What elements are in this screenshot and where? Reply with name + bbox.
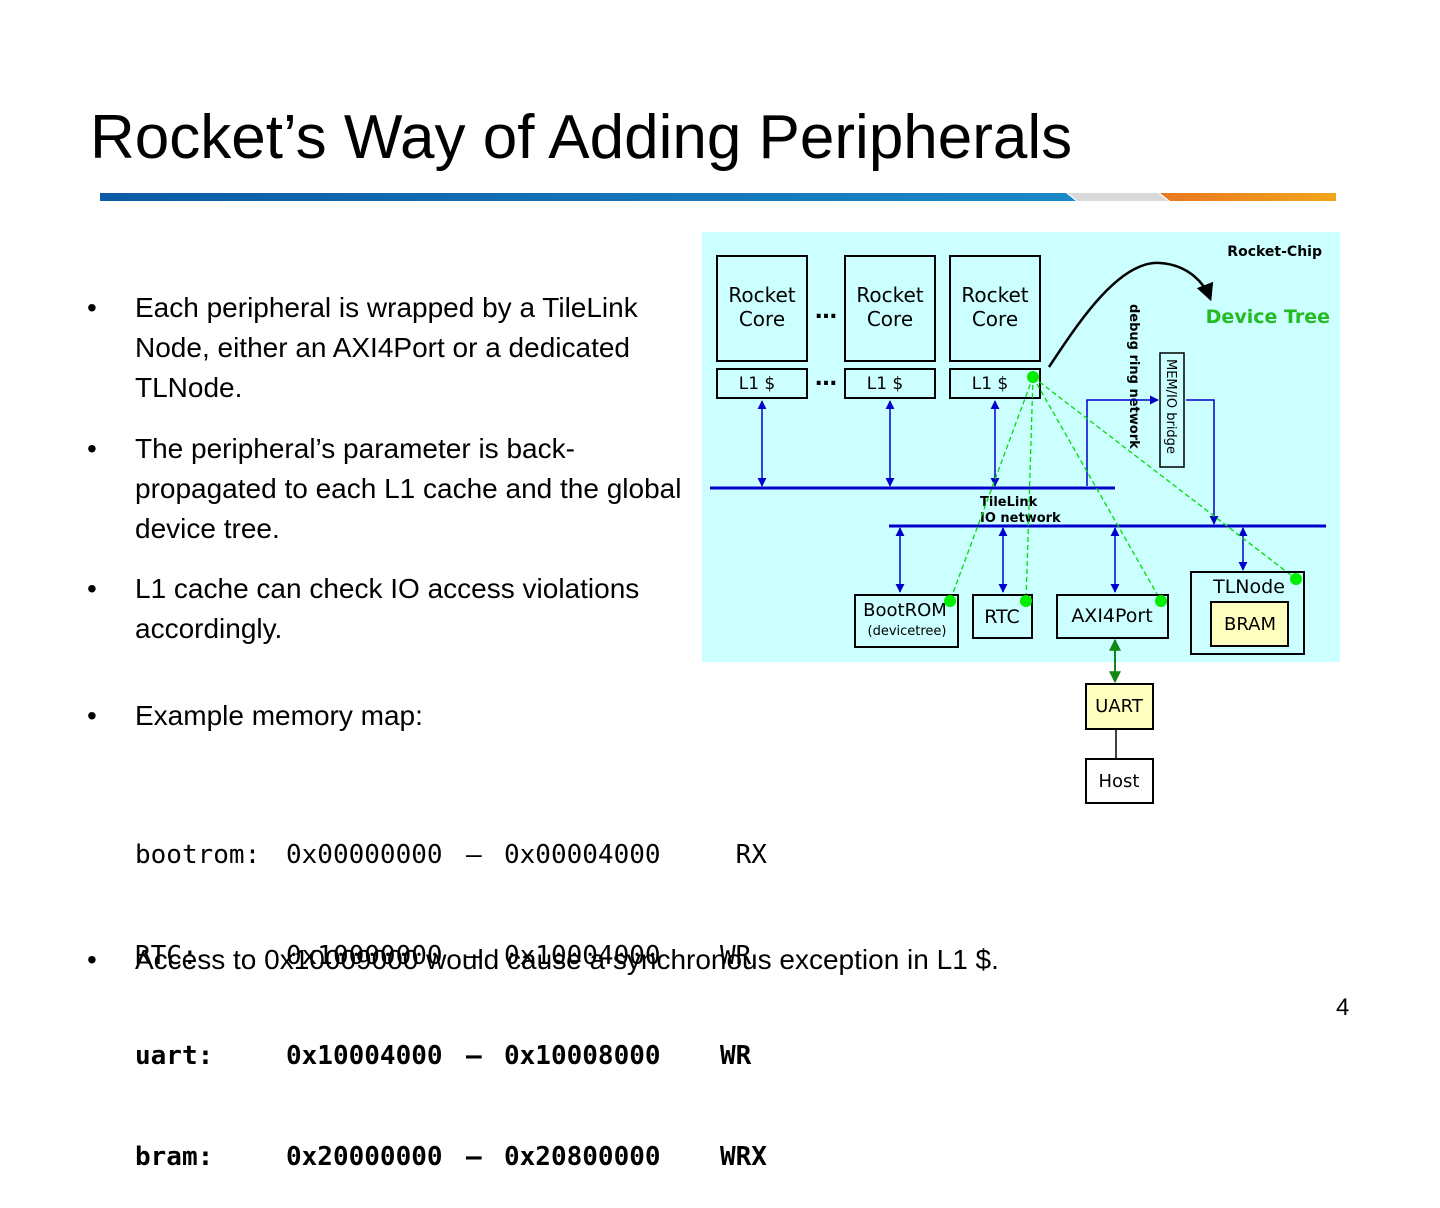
core-ellipsis: … xyxy=(815,299,837,324)
region-name: bram: xyxy=(135,1141,214,1172)
region-dash: – xyxy=(466,1141,482,1172)
memory-map-row-bram: bram: 0x20000000–0x20800000 WRX xyxy=(135,1141,767,1175)
host-label: Host xyxy=(1099,771,1140,792)
region-permissions: RX xyxy=(720,840,767,870)
rocket-chip-background xyxy=(702,232,1340,662)
bridge-left-link xyxy=(1086,395,1159,486)
bootrom-node-dot xyxy=(944,595,956,607)
core-label-line2: Core xyxy=(739,307,785,331)
region-end: 0x10008000 xyxy=(504,1041,661,1071)
l1-cache-label: L1 $ xyxy=(972,374,1009,394)
mem-io-bridge-label: MEM/IO bridge xyxy=(1163,359,1178,454)
bullet-text: Example memory map: xyxy=(135,700,423,731)
uart-box xyxy=(1085,683,1154,730)
core-box-3 xyxy=(949,255,1041,362)
bullet-text: Access to 0x10009000 would cause a synch… xyxy=(135,944,999,975)
parameter-propagation-lines xyxy=(949,376,1297,602)
region-start: 0x10000000 xyxy=(286,940,443,971)
region-dash: – xyxy=(466,840,482,870)
bootrom-sublabel: (devicetree) xyxy=(868,624,947,639)
region-permissions: WR xyxy=(720,940,752,971)
rtc-label: RTC xyxy=(984,606,1020,628)
region-name: RTC: xyxy=(135,940,198,971)
bridge-right-link xyxy=(1186,399,1219,525)
memory-map-row-bootrom: bootrom: 0x00000000–0x00004000 RX xyxy=(135,839,767,873)
region-end: 0x20800000 xyxy=(504,1141,661,1172)
bullet-marker: • xyxy=(87,573,97,604)
core-label-line1: Rocket xyxy=(728,283,795,307)
core-box-1 xyxy=(716,255,808,362)
mem-io-bridge-box xyxy=(1159,352,1185,468)
rocket-chip-diagram: Rocket-Chip Rocket Core L1 $ Rocket Core… xyxy=(702,232,1340,804)
core-label-line2: Core xyxy=(867,307,913,331)
region-name: bootrom: xyxy=(135,840,261,870)
bootrom-label: BootROM xyxy=(863,600,947,621)
bram-box xyxy=(1210,601,1289,647)
memory-map-row-rtc: RTC: 0x10000000–0x10004000 WR xyxy=(135,940,767,974)
region-end: 0x00004000 xyxy=(504,840,661,870)
core-label-line1: Rocket xyxy=(856,283,923,307)
l1-cache-box-2 xyxy=(844,368,936,399)
core-label-line2: Core xyxy=(972,307,1018,331)
tilelink-label: TileLink xyxy=(980,495,1038,510)
debug-ring-label: debug ring network xyxy=(1126,304,1141,449)
l1-cache-box-1 xyxy=(716,368,808,399)
bram-label: BRAM xyxy=(1224,614,1276,635)
tlnode-box xyxy=(1190,571,1305,655)
region-name: uart: xyxy=(135,1041,214,1071)
cache-ellipsis: … xyxy=(815,366,837,391)
region-permissions: WR xyxy=(720,1041,752,1071)
memory-map-row-uart: uart: 0x10004000–0x10008000 WR xyxy=(135,1040,767,1074)
host-box xyxy=(1085,758,1154,804)
bullet-marker: • xyxy=(87,944,97,975)
rtc-box xyxy=(972,594,1033,639)
axi4port-box xyxy=(1056,594,1169,639)
l1-cache-label: L1 $ xyxy=(867,374,904,394)
axi4port-node-dot xyxy=(1155,595,1167,607)
bootrom-box xyxy=(854,594,959,648)
axi4port-label: AXI4Port xyxy=(1071,605,1152,627)
region-end: 0x10004000 xyxy=(504,940,661,971)
page-number: 4 xyxy=(1336,994,1350,1021)
core-box-2 xyxy=(844,255,936,362)
l1-cache-node-dot xyxy=(1027,371,1039,383)
tlnode-node-dot xyxy=(1290,573,1302,585)
memory-map-listing: bootrom:0x00000000–0x00004000 RX RTC:0x1… xyxy=(135,772,767,1208)
region-start: 0x00000000 xyxy=(286,840,443,870)
l1-cache-box-3 xyxy=(949,368,1041,399)
bullet-marker: • xyxy=(87,292,97,323)
bullet-text: The peripheral’s parameter is back-propa… xyxy=(135,433,682,544)
uart-label: UART xyxy=(1095,696,1144,717)
region-permissions: WRX xyxy=(720,1141,767,1172)
tlnode-label: TLNode xyxy=(1212,576,1285,598)
rtc-node-dot xyxy=(1020,595,1032,607)
bullet-text: L1 cache can check IO access violations … xyxy=(135,573,640,644)
bullet-text: Each peripheral is wrapped by a TileLink… xyxy=(135,292,638,403)
slide-title: Rocket’s Way of Adding Peripherals xyxy=(90,103,1073,172)
io-network-label: IO network xyxy=(980,511,1061,526)
device-tree-arrow xyxy=(1047,261,1214,368)
region-start: 0x20000000 xyxy=(286,1141,443,1172)
bullet-marker: • xyxy=(87,433,97,464)
region-dash: – xyxy=(466,940,482,971)
l1-cache-label: L1 $ xyxy=(739,374,776,394)
core-label-line1: Rocket xyxy=(961,283,1028,307)
device-tree-label: Device Tree xyxy=(1206,306,1330,328)
region-start: 0x10004000 xyxy=(286,1041,443,1071)
bullet-marker: • xyxy=(87,700,97,731)
title-underline-bar xyxy=(100,193,1336,201)
rocket-chip-label: Rocket-Chip xyxy=(1227,244,1322,260)
region-dash: – xyxy=(466,1041,482,1071)
